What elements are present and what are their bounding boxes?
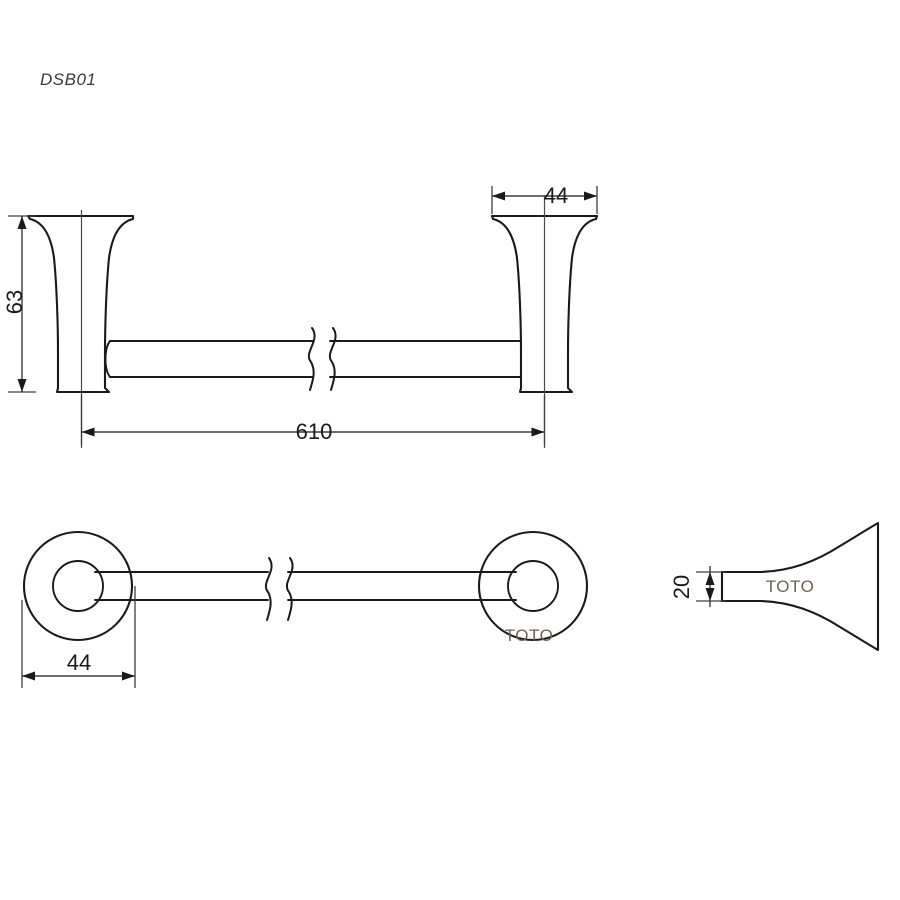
plan-view: TOTO 44 bbox=[21, 530, 589, 688]
dimension-value-length: 610 bbox=[296, 419, 333, 444]
dimension-bar-height-20: 20 bbox=[669, 566, 726, 607]
elevation-break-symbol bbox=[308, 327, 337, 391]
side-post-outline bbox=[720, 521, 880, 652]
left-flange-inner-circle bbox=[52, 560, 104, 612]
plan-break-symbol bbox=[265, 557, 294, 621]
elevation-bar bbox=[104, 340, 522, 378]
dimension-flange-diameter-44: 44 bbox=[21, 586, 136, 688]
elevation-view: 63 44 610 bbox=[2, 183, 599, 448]
dimension-value-flange-diameter: 44 bbox=[67, 650, 91, 675]
plan-bar bbox=[94, 571, 517, 601]
part-number-label: DSB01 bbox=[40, 70, 97, 89]
right-flange-outer-circle bbox=[477, 530, 589, 642]
left-post-outline bbox=[26, 214, 135, 394]
dimension-height-63: 63 bbox=[2, 215, 36, 393]
dimension-value-height: 63 bbox=[2, 290, 27, 314]
right-flange-inner-circle bbox=[507, 560, 559, 612]
dimension-length-610: 610 bbox=[80, 395, 546, 445]
dimension-value-post-width: 44 bbox=[544, 183, 568, 208]
left-flange-outer-circle bbox=[22, 530, 134, 642]
plan-brand-text: TOTO bbox=[505, 626, 554, 645]
dimension-post-width-44: 44 bbox=[491, 183, 598, 214]
side-detail-view: TOTO 20 bbox=[669, 521, 880, 652]
dimension-value-bar-height: 20 bbox=[669, 575, 694, 599]
right-post-outline bbox=[490, 214, 599, 394]
side-brand-text: TOTO bbox=[766, 577, 815, 596]
